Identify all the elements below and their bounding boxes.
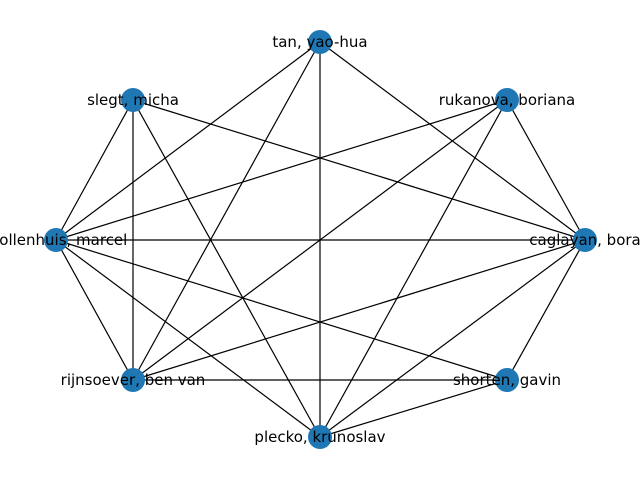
node-label-mollenhuis: mollenhuis, marcel	[0, 231, 127, 249]
node-tan	[308, 30, 332, 54]
nodes-layer	[44, 30, 597, 449]
edge-caglayan-slegt	[132, 99, 586, 241]
edge-caglayan-rijnsoever	[132, 239, 586, 381]
edge-plecko-slegt	[132, 99, 321, 438]
node-rukanova	[495, 88, 519, 112]
edge-rukanova-plecko	[319, 99, 508, 438]
edge-rukanova-mollenhuis	[55, 99, 508, 241]
node-label-slegt: slegt, micha	[87, 91, 179, 109]
node-plecko	[308, 425, 332, 449]
node-caglayan	[573, 228, 597, 252]
node-label-rijnsoever: rijnsoever, ben van	[61, 371, 206, 389]
edge-caglayan-plecko	[319, 239, 586, 438]
edge-caglayan-shorten	[506, 239, 586, 381]
labels-layer: tan, yao-hua rukanova, boriana caglayan, b…	[0, 33, 640, 446]
edge-rukanova-caglayan	[506, 99, 586, 241]
node-rijnsoever	[121, 368, 145, 392]
node-shorten	[495, 368, 519, 392]
node-label-rukanova: rukanova, boriana	[439, 91, 576, 109]
node-label-caglayan: caglayan, bora	[529, 231, 640, 249]
edge-shorten-plecko	[319, 379, 508, 438]
node-label-tan: tan, yao-hua	[272, 33, 367, 51]
edge-shorten-mollenhuis	[55, 239, 508, 381]
edge-rijnsoever-mollenhuis	[55, 239, 134, 381]
edge-mollenhuis-slegt	[55, 99, 134, 241]
edges-layer	[55, 41, 586, 438]
node-slegt	[121, 88, 145, 112]
edge-tan-mollenhuis	[55, 41, 321, 241]
node-label-shorten: shorten, gavin	[453, 371, 561, 389]
edge-plecko-mollenhuis	[55, 239, 321, 438]
edge-tan-rijnsoever	[132, 41, 321, 381]
node-mollenhuis	[44, 228, 68, 252]
node-label-plecko: plecko, krunoslav	[254, 428, 385, 446]
